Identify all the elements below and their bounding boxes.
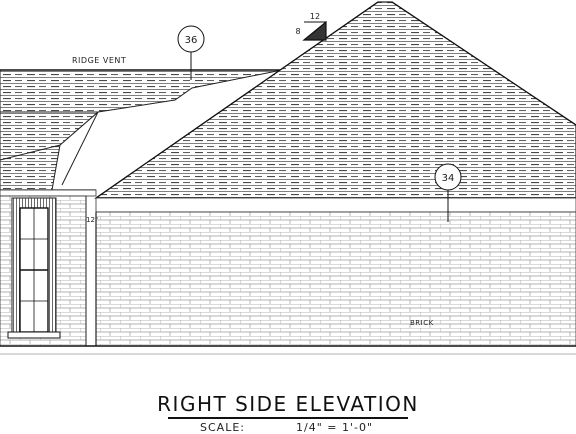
- callout-marker-34: 34: [434, 163, 462, 222]
- fascia-main: [95, 197, 576, 213]
- window-sill: [7, 331, 61, 339]
- hip-line-left: [95, 1, 379, 199]
- left-wall: [0, 195, 87, 347]
- title-underline: [168, 417, 408, 419]
- hip-line: [61, 111, 99, 186]
- scale-label: SCALE:: [200, 421, 245, 434]
- fascia-left: [0, 189, 97, 197]
- pitch-run-label: 12: [310, 12, 320, 21]
- lower-roof: [0, 69, 283, 191]
- wall-pitch-label: 12": [86, 216, 98, 224]
- drawing-title: RIGHT SIDE ELEVATION: [157, 392, 419, 416]
- brick-label: BRICK: [410, 319, 434, 327]
- brick-wall: [95, 211, 576, 347]
- pitch-rise-label: 8: [295, 27, 300, 36]
- scale-row: SCALE: 1/4" = 1'-0": [0, 421, 576, 434]
- scale-value: 1/4" = 1'-0": [296, 421, 374, 434]
- marker-right-label: 34: [442, 173, 455, 184]
- callout-marker-36: 36: [177, 25, 205, 80]
- roof-pitch-symbol: 12 8: [295, 12, 327, 41]
- hip-line-right: [391, 1, 576, 126]
- marker-left-label: 36: [185, 35, 198, 46]
- window: [19, 207, 49, 333]
- ridge-vent-label: RIDGE VENT: [72, 56, 126, 65]
